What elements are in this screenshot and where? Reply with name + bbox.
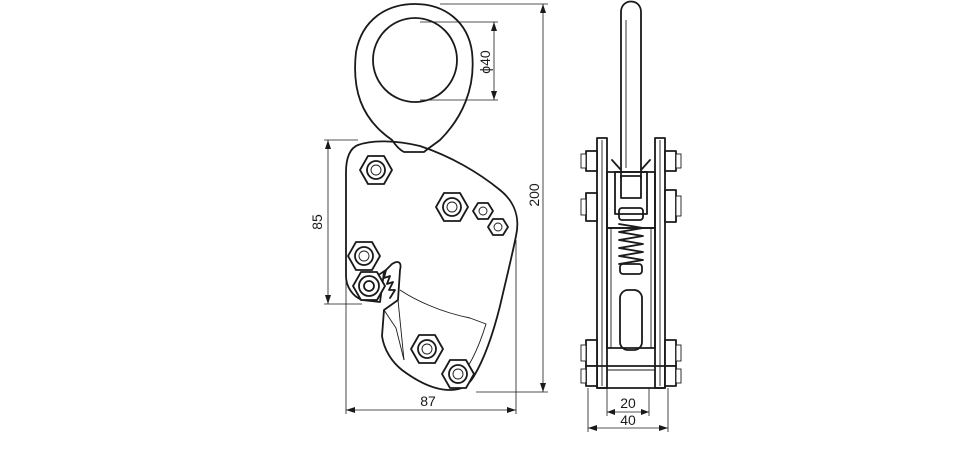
dimension-jaw-opening: 20 [606,388,650,416]
dim-label-height-total: 200 [526,183,542,207]
bolt [435,192,469,222]
bolt [359,155,393,185]
shackle-rod [620,0,642,171]
small-bolt [472,202,494,220]
bolt-head [580,339,598,367]
pivot-bolt [352,271,386,301]
side-view: ϕ40 200 85 87 [309,3,548,414]
dim-label-width-side: 87 [420,393,436,409]
dimension-jaw-height: 85 [309,139,362,305]
bolt-head [664,150,682,172]
lifting-eye [354,3,474,153]
bolt-head [664,189,682,223]
dimension-width-side: 87 [345,240,517,414]
bolt-head [580,365,598,387]
dimension-width-front: 40 [587,388,669,432]
bolt [441,359,475,389]
dim-label-jaw-opening: 20 [620,395,636,411]
dimension-height-total: 200 [440,3,548,393]
bolt [410,334,444,364]
dim-label-jaw-height: 85 [309,214,325,230]
small-bolt [487,218,509,236]
dim-label-eye-diameter: ϕ40 [477,50,493,74]
bolt-head [664,339,682,367]
bolt [347,241,381,271]
jaw-channel [606,227,656,349]
bolt-head [664,365,682,387]
bolt-head [580,192,598,222]
jaw-teeth [379,269,396,299]
bolt-head [580,150,598,172]
spring [618,207,644,275]
inner-plate [399,289,487,383]
front-view: 20 40 [580,0,682,432]
dimension-eye-diameter: ϕ40 [420,21,498,101]
dim-label-width-front: 40 [620,412,636,428]
